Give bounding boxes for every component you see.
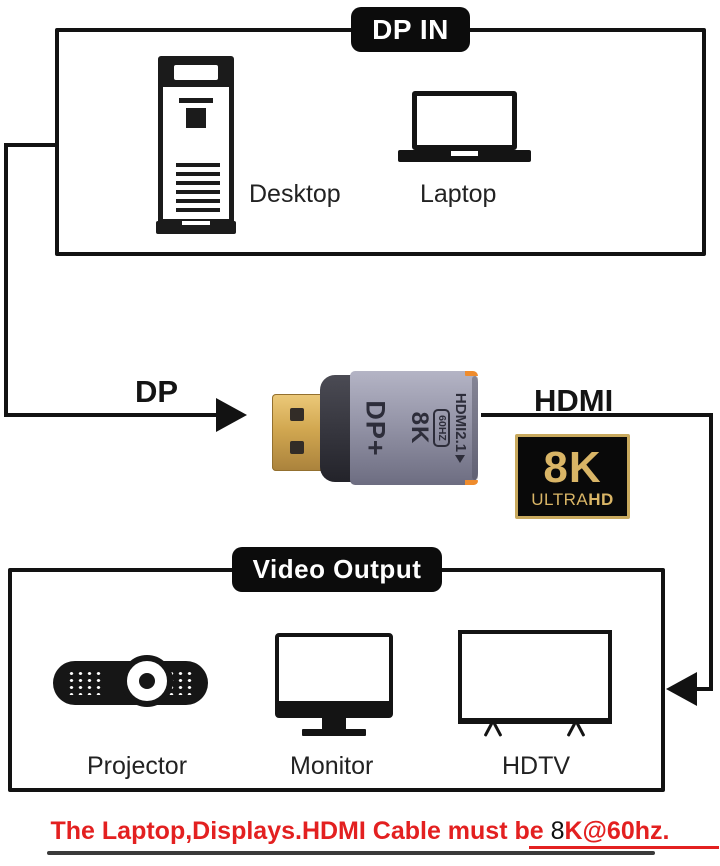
- connector-top-segment: [4, 143, 57, 147]
- laptop-label: Laptop: [420, 180, 497, 208]
- hdtv-icon: [458, 630, 612, 737]
- caption-highlight: 8: [550, 817, 565, 845]
- adapter-dp-plus-label: DP+: [360, 399, 391, 457]
- connector-left-segment: [4, 143, 8, 417]
- connector-bottom-segment: [694, 687, 713, 691]
- dp-hdmi-adapter-graphic: DP+ HDMI2.1 60HZ 8K: [270, 365, 485, 490]
- orange-accent-top: [465, 371, 478, 376]
- desktop-label: Desktop: [249, 180, 341, 208]
- caption-underline-red: [529, 846, 719, 849]
- hdmi-label: HDMI: [534, 383, 614, 418]
- monitor-icon: [275, 633, 393, 736]
- caption-underline-dark: [47, 851, 655, 855]
- laptop-icon: [398, 91, 531, 163]
- hdmi-line: [481, 413, 713, 417]
- hdtv-label: HDTV: [502, 752, 571, 780]
- video-output-badge: Video Output: [232, 547, 442, 592]
- 8k-logo-hd: HD: [588, 489, 614, 509]
- orange-accent-bottom: [465, 480, 478, 485]
- requirement-caption: The Laptop,Displays.HDMI Cable must be 8…: [0, 817, 720, 846]
- dp-in-badge-label: DP IN: [372, 13, 449, 45]
- projector-label: Projector: [87, 752, 188, 780]
- projector-icon: [53, 655, 208, 708]
- dp-arrowhead-icon: [216, 398, 247, 432]
- hdmi-direction-arrow-icon: [455, 455, 466, 464]
- adapter-hdmi21-label: HDMI2.1: [452, 392, 469, 453]
- 8k-logo-ultra: ULTRA: [531, 489, 589, 509]
- 8k-ultrahd-logo: 8K ULTRAHD: [515, 434, 630, 519]
- adapter-8k-label: 8K: [406, 411, 433, 445]
- output-arrowhead-icon: [666, 672, 697, 706]
- monitor-label: Monitor: [290, 752, 374, 780]
- caption-prefix: The Laptop,Displays.HDMI Cable must be: [50, 817, 551, 845]
- caption-suffix: K@60hz.: [564, 817, 670, 845]
- dp-in-badge: DP IN: [351, 7, 470, 52]
- adapter-60hz-label: 60HZ: [433, 409, 450, 447]
- adapter-body: DP+ HDMI2.1 60HZ 8K: [350, 371, 478, 485]
- dp-plug: [272, 394, 324, 471]
- dp-arrow-line: [4, 413, 217, 417]
- connector-right-segment: [709, 413, 713, 691]
- 8k-logo-resolution: 8K: [543, 442, 602, 492]
- desktop-icon: [156, 56, 236, 234]
- dp-label: DP: [135, 374, 179, 409]
- dp-in-box: [55, 28, 706, 256]
- video-output-badge-label: Video Output: [252, 554, 422, 584]
